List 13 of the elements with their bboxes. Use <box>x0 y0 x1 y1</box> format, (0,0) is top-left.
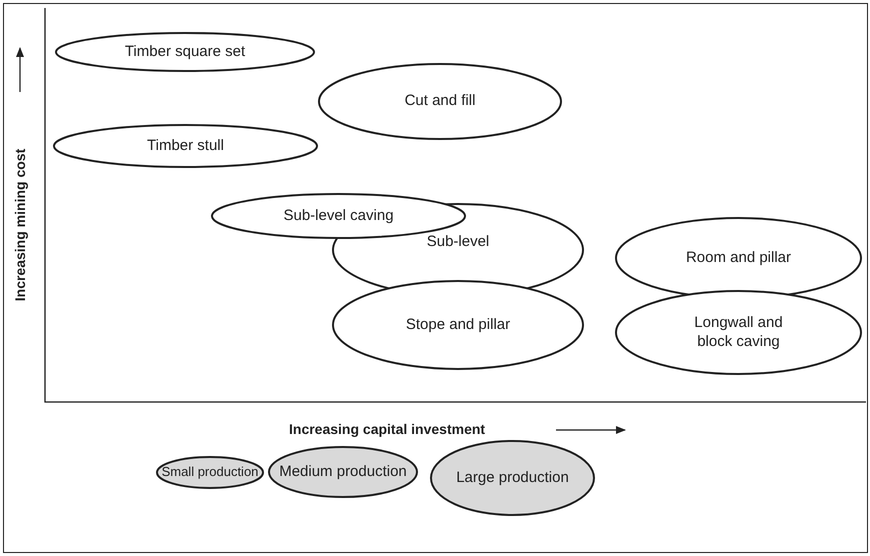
method-label: Room and pillar <box>686 248 792 268</box>
method-label: Stope and pillar <box>406 316 510 334</box>
method-label: Sub-level caving <box>283 206 394 226</box>
production-label: Medium production <box>279 462 407 482</box>
method-label: Timber square set <box>124 42 246 62</box>
method-label: Timber stull <box>147 136 224 156</box>
method-label: Longwall and block caving <box>693 314 784 352</box>
axis-title: Increasing capital investment <box>289 421 486 437</box>
method-label: Cut and fill <box>404 92 476 111</box>
production-label: Large production <box>456 468 569 488</box>
axis-title: Increasing mining cost <box>12 148 28 302</box>
method-label: Sub-level <box>426 232 490 252</box>
production-label: Small production <box>162 464 258 481</box>
